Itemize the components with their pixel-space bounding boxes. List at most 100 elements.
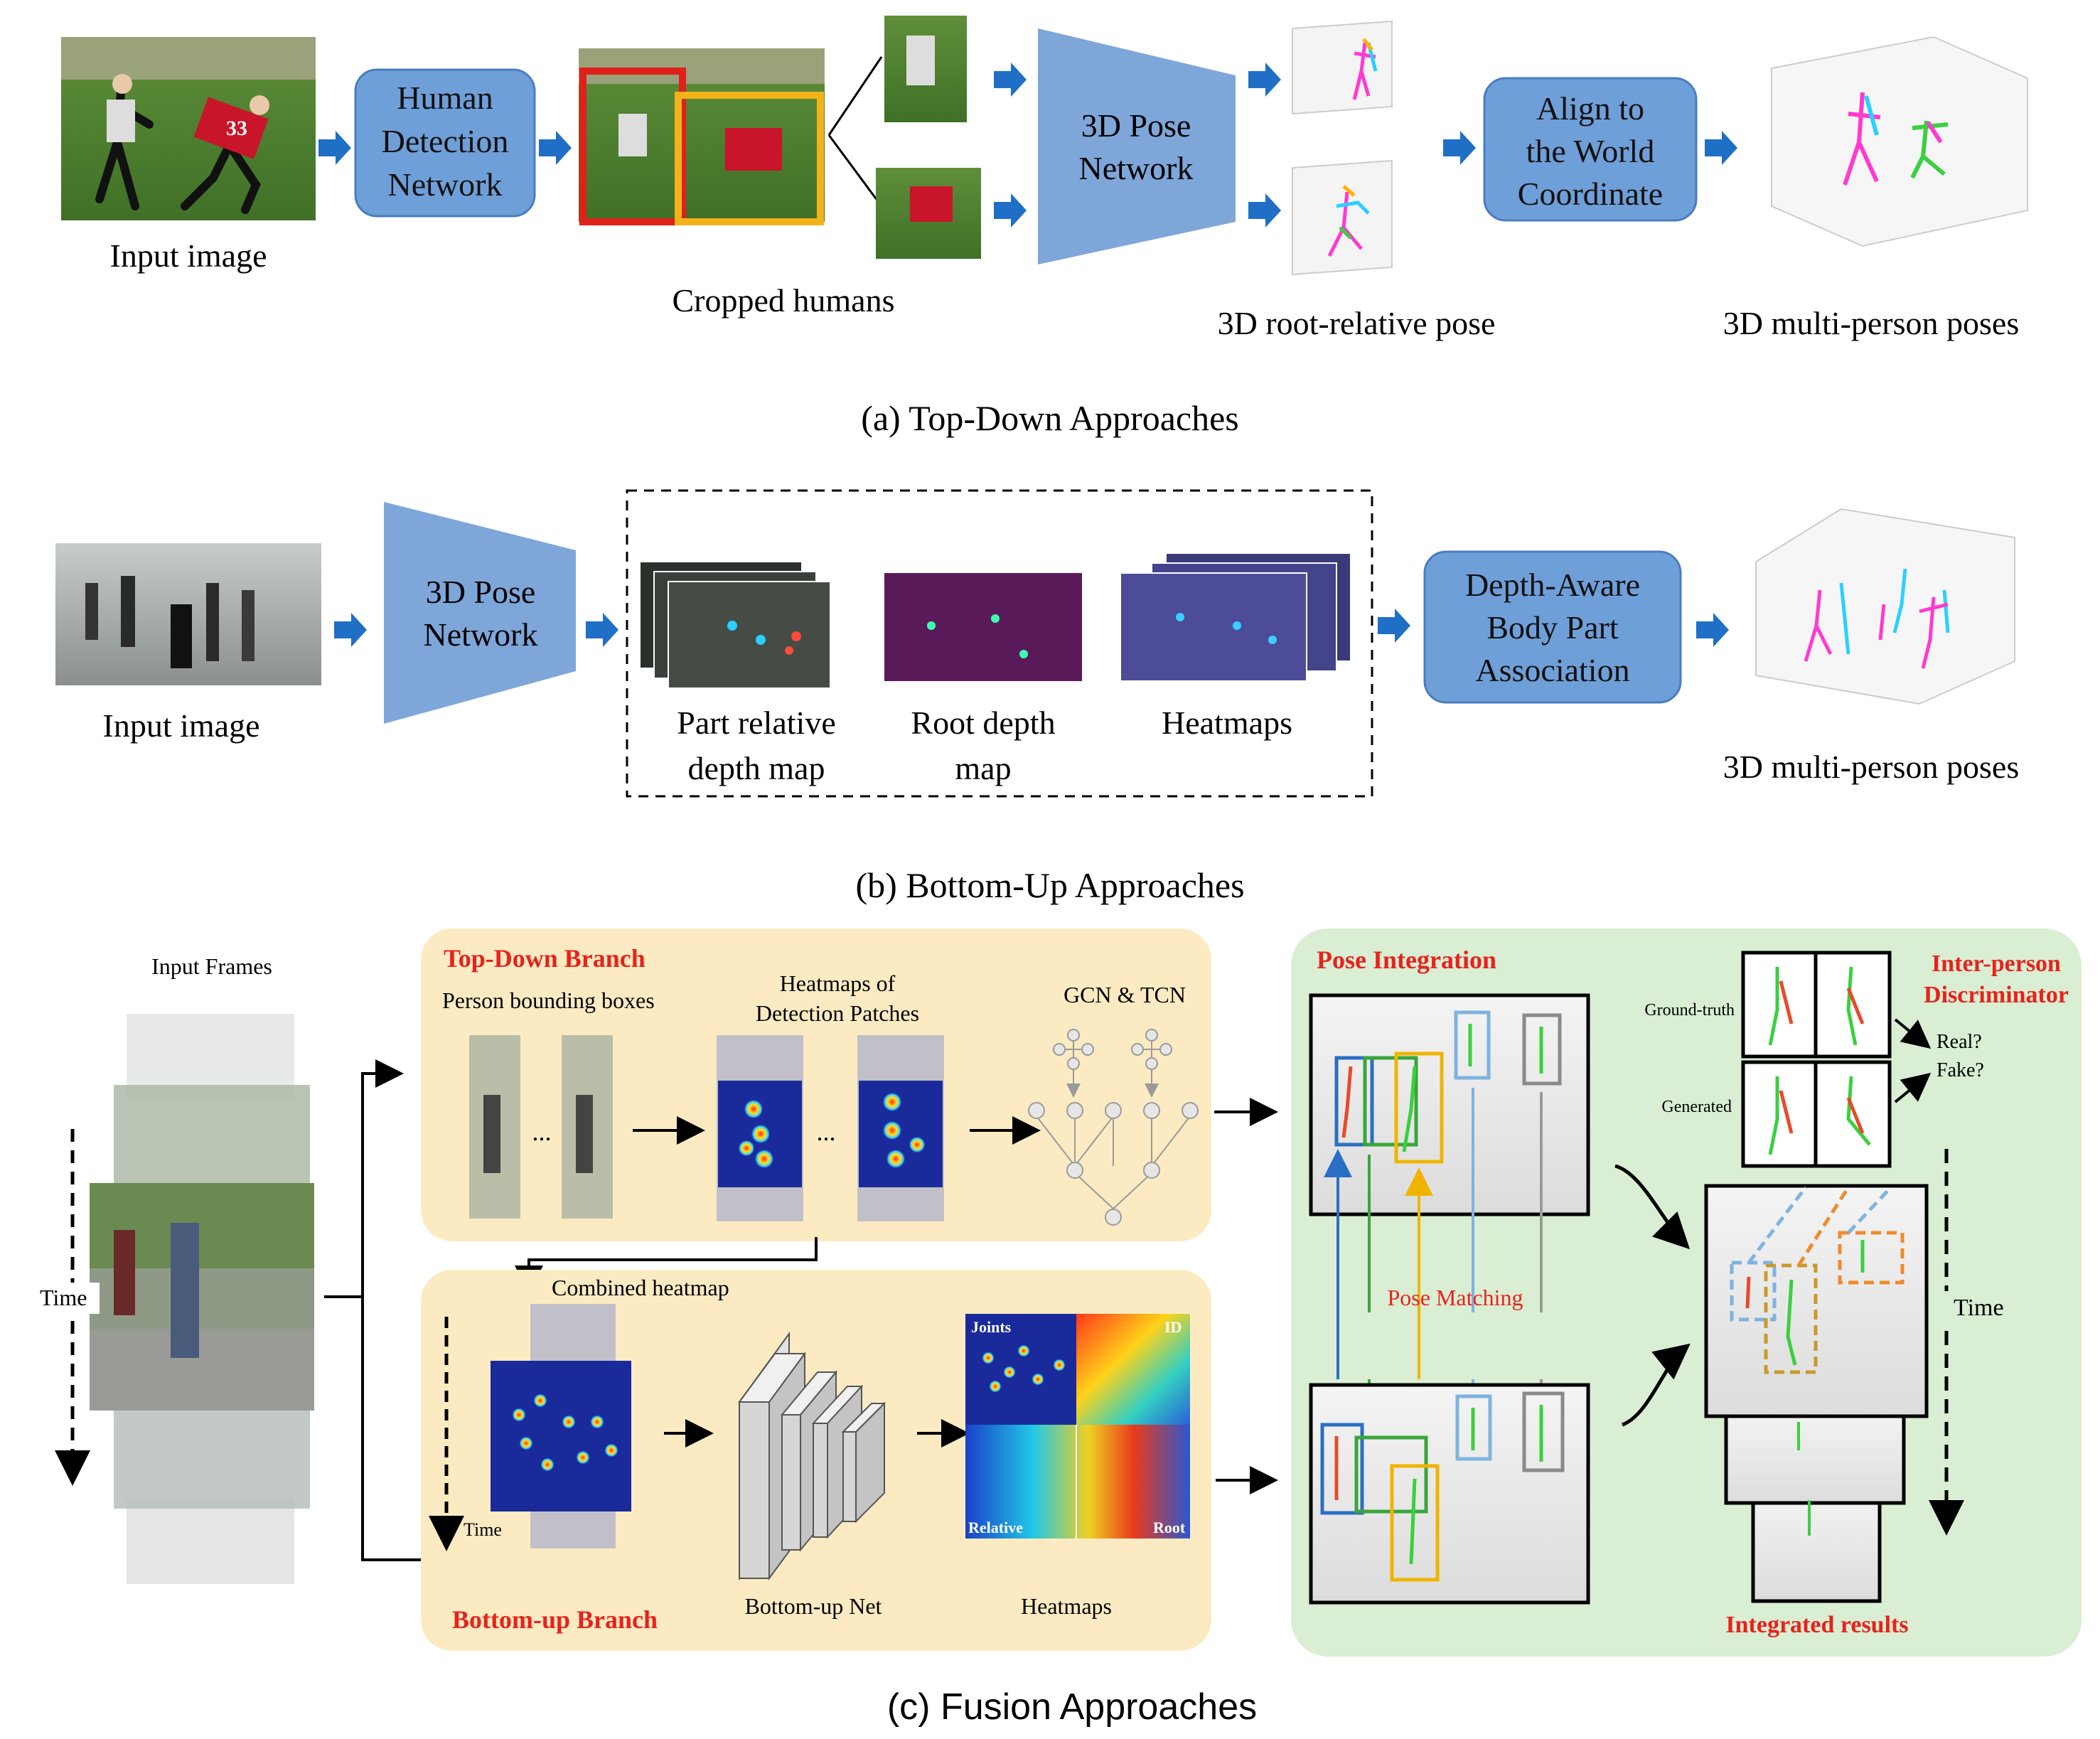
input-image-b xyxy=(55,543,321,685)
integrated-results-stack xyxy=(1704,1184,1929,1603)
combined-heatmap-label: Combined heatmap xyxy=(552,1275,729,1300)
real-label: Real? xyxy=(1936,1031,1982,1053)
quad-label-joints: Joints xyxy=(971,1318,1012,1336)
align-box-line-1: Align to xyxy=(1536,90,1644,127)
discriminator-grid xyxy=(1741,951,1892,1168)
input-image-a: 33 xyxy=(61,37,316,220)
arrow-to-fake xyxy=(1894,1072,1932,1103)
time-label-right: Time xyxy=(1954,1295,2004,1321)
bottom-up-net-label: Bottom-up Net xyxy=(745,1593,882,1619)
person-boxes-label: Person bounding boxes xyxy=(442,988,655,1013)
align-world-box xyxy=(1483,77,1698,222)
combined-heatmap-image xyxy=(491,1304,631,1548)
quad-label-relative: Relative xyxy=(968,1519,1023,1536)
multi-person-label-a: 3D multi-person poses xyxy=(1723,305,2020,341)
pose-network-b-line-1: 3D Pose xyxy=(426,574,536,610)
input-frames-stack xyxy=(90,1014,314,1584)
curved-arrow-bottom xyxy=(1622,1343,1691,1427)
top-down-branch-title: Top-Down Branch xyxy=(444,944,645,973)
pose-network-a-shape xyxy=(1038,28,1236,264)
time-label-bottomup: Time xyxy=(464,1519,502,1540)
cropped-humans-label: Cropped humans xyxy=(672,282,894,319)
pose-network-b-line-2: Network xyxy=(424,616,538,653)
input-image-label-a: Input image xyxy=(110,237,267,274)
integrated-results-label: Integrated results xyxy=(1725,1612,1908,1638)
blue-arrows-b xyxy=(334,609,1729,647)
bottom-up-net-layers xyxy=(738,1331,886,1581)
part-relative-label-2: depth map xyxy=(688,750,825,786)
heatmaps-label-b: Heatmaps xyxy=(1162,705,1292,741)
panel-b: Input image 3D Pose Network Part relativ… xyxy=(55,489,2020,905)
pose-matching-label: Pose Matching xyxy=(1387,1285,1523,1310)
quad-label-id: ID xyxy=(1164,1318,1182,1336)
detection-box-line-1: Human xyxy=(397,80,493,116)
ground-truth-label: Ground-truth xyxy=(1644,1001,1735,1020)
yellow-crop-box xyxy=(675,92,824,225)
panel-a: 33 Input image Human Detection Network xyxy=(61,16,2028,438)
svg-text:...: ... xyxy=(532,1118,552,1146)
part-relative-depth-map-image xyxy=(639,561,831,689)
caption-a: (a) Top-Down Approaches xyxy=(861,398,1239,438)
arrow-to-real xyxy=(1894,1018,1932,1049)
detection-heatmaps: ... xyxy=(717,1035,944,1221)
association-box-line-2: Body Part xyxy=(1486,609,1619,646)
detection-box-line-2: Detection xyxy=(382,123,509,159)
crop-split-lines xyxy=(827,56,883,207)
input-frames-label: Input Frames xyxy=(151,953,272,979)
caption-b: (b) Bottom-Up Approaches xyxy=(855,865,1244,905)
heatmaps-patches-label-1: Heatmaps of xyxy=(780,970,896,996)
gcn-tcn-graph xyxy=(1028,1029,1199,1226)
svg-text:...: ... xyxy=(817,1118,836,1146)
fake-label: Fake? xyxy=(1936,1059,1984,1081)
align-box-line-2: the World xyxy=(1526,133,1655,169)
discriminator-title-2: Discriminator xyxy=(1924,982,2069,1008)
human-detection-network-box xyxy=(354,68,536,218)
top-down-branch-box xyxy=(421,929,1211,1241)
multi-person-plot-b xyxy=(1755,508,2015,705)
pose-network-a-line-2: Network xyxy=(1079,150,1194,186)
bottom-up-branch-title: Bottom-up Branch xyxy=(452,1605,658,1634)
gcn-tcn-label: GCN & TCN xyxy=(1064,982,1186,1007)
caption-c: (c) Fusion Approaches xyxy=(887,1686,1257,1728)
heatmaps-patches-label-2: Detection Patches xyxy=(756,1000,919,1026)
topdown-pose-boxes xyxy=(1334,1010,1562,1164)
topdown-pose-frame xyxy=(1309,993,1590,1216)
pose-network-a-line-1: 3D Pose xyxy=(1081,107,1191,144)
heatmaps-label-c: Heatmaps xyxy=(1021,1593,1112,1619)
jersey-number-a: 33 xyxy=(226,117,247,140)
pose-network-b-shape xyxy=(384,502,576,724)
association-box-line-1: Depth-Aware xyxy=(1465,567,1640,603)
generated-label: Generated xyxy=(1661,1098,1732,1116)
bottom-up-heatmaps-quad xyxy=(965,1314,1190,1539)
root-depth-map-image xyxy=(884,573,1082,681)
root-depth-label-1: Root depth xyxy=(911,705,1055,741)
quad-label-root: Root xyxy=(1153,1519,1186,1536)
align-box-line-3: Coordinate xyxy=(1518,176,1663,212)
time-label-left: Time xyxy=(40,1285,87,1310)
red-crop-box xyxy=(579,68,686,225)
curved-arrow-top xyxy=(1614,1164,1691,1250)
intermediate-maps-dashed-box xyxy=(626,489,1373,798)
panel-c: Input Frames Time Top-Down Branch Person… xyxy=(40,929,2082,1728)
root-relative-pose-label: 3D root-relative pose xyxy=(1218,305,1496,341)
root-relative-pose-plot-2 xyxy=(1292,159,1393,276)
bottomup-pose-frame xyxy=(1309,1383,1590,1605)
blue-arrows-a xyxy=(318,63,1737,228)
multi-person-plot-a xyxy=(1771,36,2028,247)
association-box-line-3: Association xyxy=(1475,652,1629,688)
root-depth-label-2: map xyxy=(955,750,1011,786)
person-crops-strip: ... xyxy=(469,1035,613,1219)
heatmaps-image-b xyxy=(1120,552,1351,682)
pose-integration-title: Pose Integration xyxy=(1317,946,1496,974)
discriminator-title-1: Inter-person xyxy=(1932,951,2061,977)
part-relative-label-1: Part relative xyxy=(677,705,836,741)
input-image-label-b: Input image xyxy=(103,707,260,744)
root-relative-pose-plot-1 xyxy=(1292,20,1393,115)
multi-person-label-b: 3D multi-person poses xyxy=(1723,749,2020,785)
depth-aware-association-box xyxy=(1423,550,1682,704)
detection-box-line-3: Network xyxy=(388,166,503,203)
bottomup-pose-boxes xyxy=(1320,1391,1565,1582)
cropped-humans-image xyxy=(579,48,825,225)
